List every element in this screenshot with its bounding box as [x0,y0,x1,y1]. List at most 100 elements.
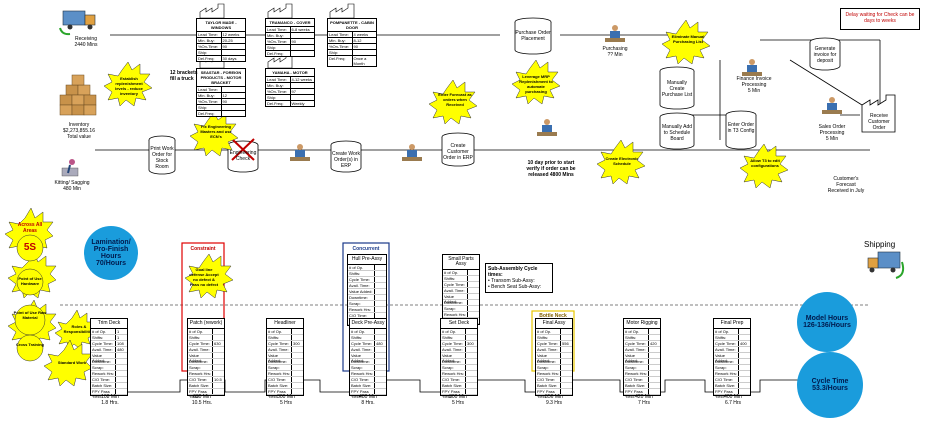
process-field-row: Scrap: [91,365,127,371]
process-field-label: Avail. Time: [715,347,736,352]
supplier-box-motor-bracket: SEASTAR - FOREIGN PRODUCTS - MOTOR BRACK… [196,68,246,117]
process-field-label: C/O Time: [537,377,556,382]
process-field-row: Rework Hrs: [267,371,303,377]
timeline-minutes: 556 Min [545,394,563,400]
timeline-hours: 6.7 Hrs [724,400,742,406]
process-field-value [374,359,386,364]
timeline-minutes: 300 Min [277,394,295,400]
header-note: Delay waiting for Check can be days to w… [840,8,920,30]
process-field-value [374,347,386,352]
process-field-row: Shifts: [441,335,477,341]
process-field-value: 480 [115,347,127,352]
ten-day-note: 10 day prior to start verify if order ca… [526,160,576,178]
process-field-value [291,377,303,382]
process-field-label: Value Added: [351,353,364,363]
supplier-box-cabin-door: POMPANETTE - CABIN DOOR Lead Time:4 week… [327,18,377,67]
process-field-label: Cycle Time: [268,341,289,346]
process-field-value [465,389,477,394]
kaizen-forecast: Enter Forecast as orders when Received [438,92,472,107]
process-field-value [738,329,750,334]
process-field-label: FPY Pass Yield: [715,389,733,399]
supplier-box-cover: TRAMANCO - COVER Lead Time:6-8 weeks Min… [265,18,315,57]
timeline-hours: 8 Hrs. [361,400,375,406]
process-field-row: Avail. Time: [714,347,750,353]
process-field-value [291,389,303,394]
process-field-label: # of Op. [351,329,366,334]
process-field-row: Scrap: [267,365,303,371]
process-field-value [291,329,303,334]
five-s: 5S [23,242,37,253]
process-field-row: Batch Size: [350,383,386,389]
process-field-value [465,377,477,382]
process-field-label: Rework Hrs: [268,371,291,376]
process-field-value [738,347,750,352]
process-field-label: Rework Hrs: [537,371,560,376]
process-field-value [738,389,750,394]
process-field-label: FPY Pass Yield: [189,389,207,399]
timeline-hours: 7 Hrs [638,400,650,406]
process-field-label: # of Op. [92,329,107,334]
process-box: Deck Pre-Assy# of Op.Shifts:Cycle Time:4… [349,318,387,399]
process-field-label: Downtime: [189,359,208,364]
process-field-value [465,335,477,340]
process-field-row: Scrap: [350,365,386,371]
timeline-hours: 1.8 Hrs. [101,400,119,406]
process-field-value [374,377,386,382]
process-field-label: # of Op. [625,329,640,334]
process-field-row: Value Added: [91,353,127,363]
process-field-row: # of Op. [624,329,660,335]
process-field-label: Rework Hrs: [442,371,465,376]
process-field-row: Cycle Time:480 [350,341,386,347]
process-field-label: Batch Size: [268,383,289,388]
process-field-row: Cycle Time:420 [624,341,660,347]
customer-forecast-label: Customer's Forecast Received in July [827,176,865,194]
process-field-value [738,335,750,340]
process-field-label: Batch Size: [442,383,463,388]
process-field-value [212,335,224,340]
process-field-value [560,329,572,334]
process-field-value [291,353,303,358]
process-field-value [648,347,660,352]
process-field-value [738,359,750,364]
process-field-value [648,353,660,358]
process-field-label: Batch Size: [92,383,113,388]
process-field-row: C/O Time: [267,377,303,383]
process-field-value [291,371,303,376]
process-field-row: Batch Size: [91,383,127,389]
process-field-value [560,359,572,364]
brackets-note: 12 brackets fill a truck [170,70,198,82]
process-field-label: C/O Time: [92,377,111,382]
process-field-value [560,377,572,382]
timeline-minutes: 400 Min [724,394,742,400]
process-box: Motor Rigging# of Op.Shifts:Cycle Time:4… [623,318,661,399]
process-field-label: Scrap: [537,365,549,370]
process-field-row: Downtime: [536,359,572,365]
process-field-label: Scrap: [715,365,727,370]
process-field-label: C/O Time: [268,377,287,382]
process-field-label: FPY Pass Yield: [268,389,286,399]
process-field-value [465,371,477,376]
process-field-row: Downtime: [714,359,750,365]
process-field-label: C/O Time: [351,377,370,382]
process-field-label: Scrap: [268,365,280,370]
process-field-row: # of Op. [536,329,572,335]
process-field-row: C/O Time: [350,377,386,383]
process-field-label: FPY Pass Yield: [442,389,460,399]
timeline-minutes: 630 Min [193,394,211,400]
process-field-row: C/O Time: [441,377,477,383]
process-field-label: Batch Size: [351,383,372,388]
process-field-label: Avail. Time: [92,347,113,352]
process-field-row: Scrap: [188,365,224,371]
standard-work: Standard Work [57,360,87,365]
process-field-value: 10.5 [212,377,224,382]
process-field-value [212,371,224,376]
process-field-row: Downtime: [267,359,303,365]
engineering-check-db [227,138,259,173]
process-field-value [212,359,224,364]
